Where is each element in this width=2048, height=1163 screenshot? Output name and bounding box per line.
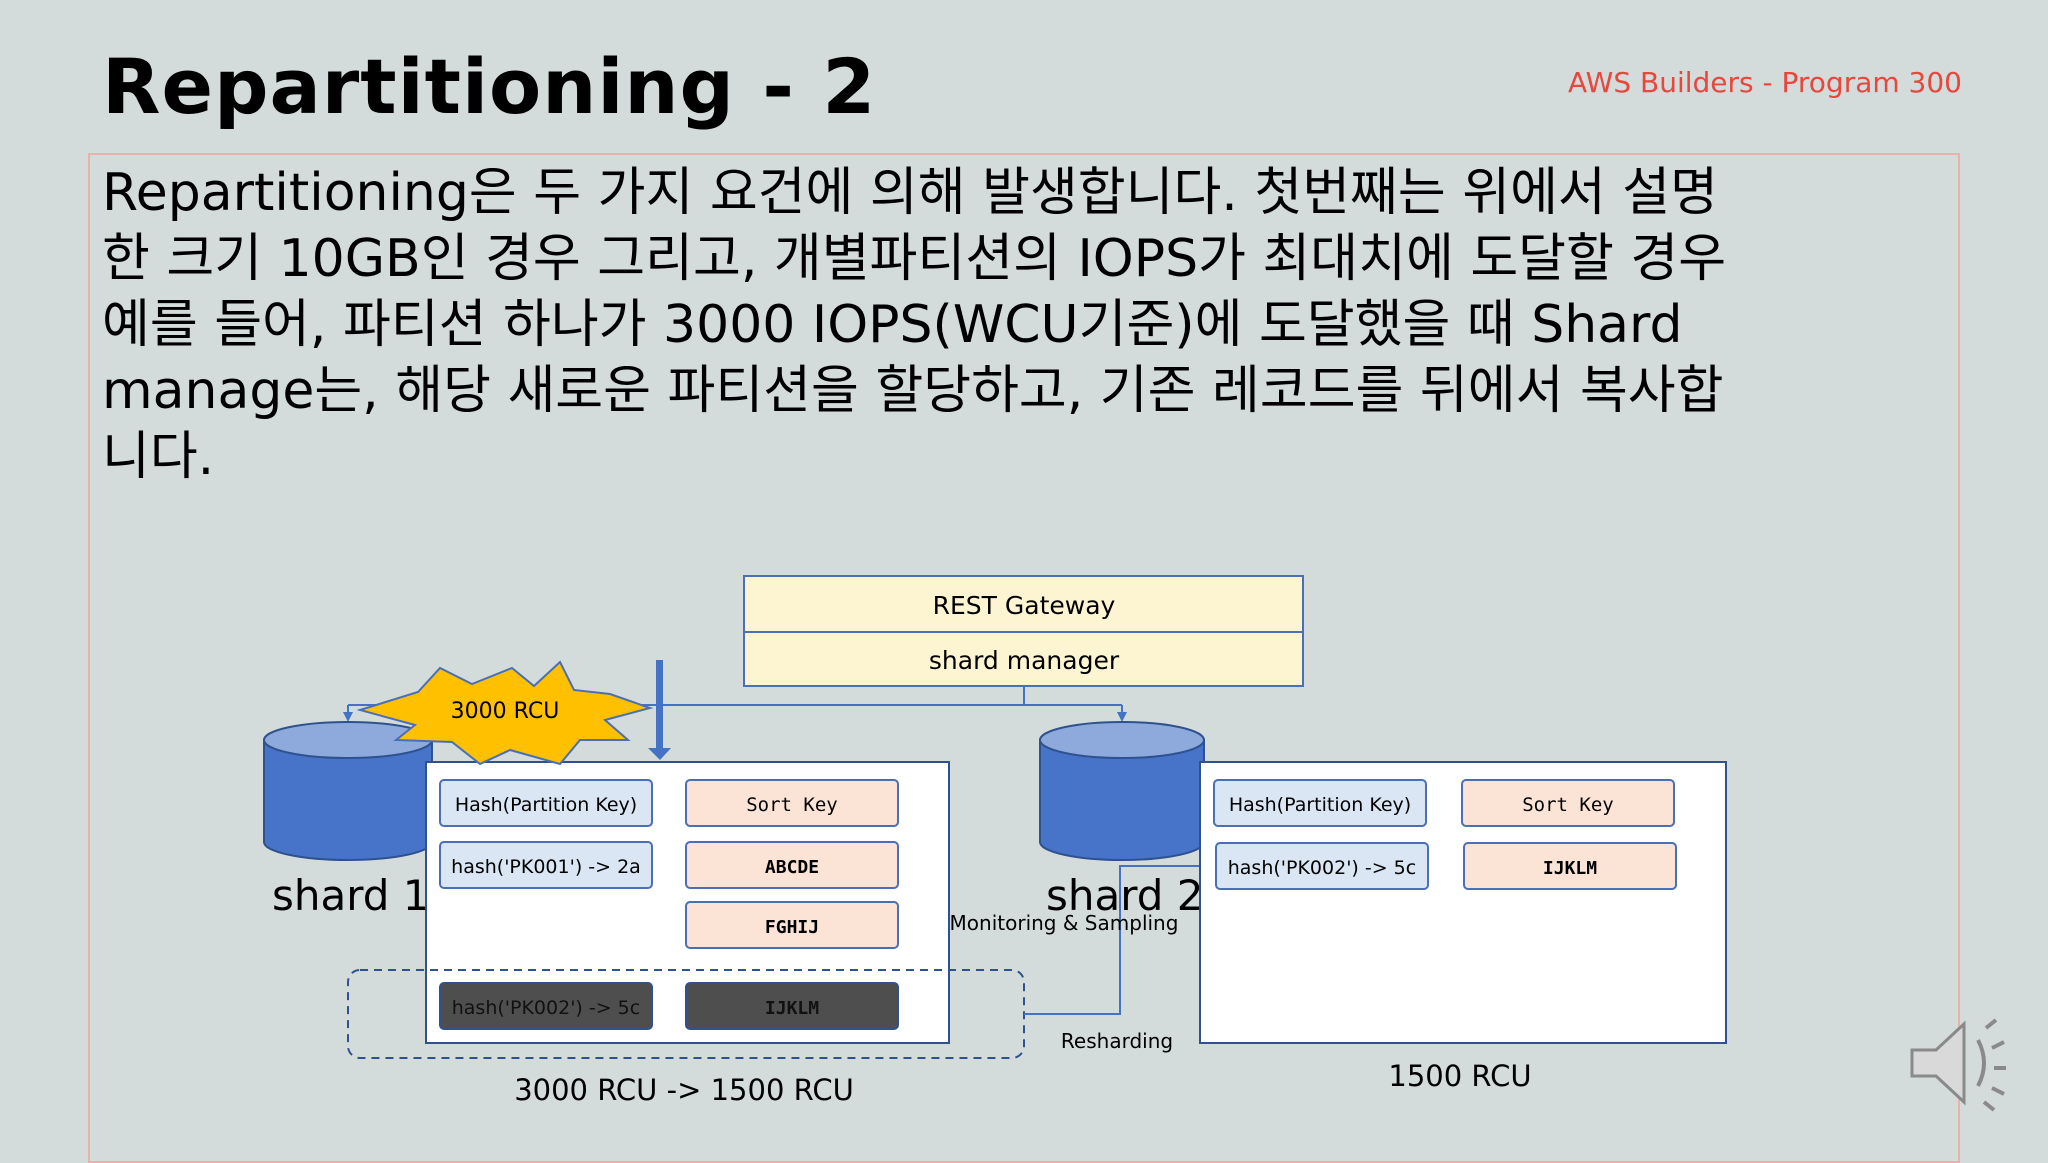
burst-label: 3000 RCU bbox=[451, 699, 560, 724]
resharding-connector bbox=[1024, 861, 1212, 1015]
shard2-sort-value: IJKLM bbox=[1543, 858, 1597, 879]
shard2-cylinder bbox=[1039, 721, 1205, 861]
shard2-capacity: 1500 RCU bbox=[1388, 1059, 1531, 1093]
shard2-sort-cell bbox=[1463, 842, 1677, 890]
slide-title: Repartitioning - 2 bbox=[102, 42, 877, 131]
body-line: 예를 들어, 파티션 하나가 3000 IOPS(WCU기준)에 도달했을 때 … bbox=[102, 295, 1683, 355]
shard2-hash-header: Hash(Partition Key) bbox=[1229, 794, 1411, 816]
shard1-down-arrow bbox=[648, 660, 671, 760]
moving-sort-value: IJKLM bbox=[765, 998, 819, 1019]
monitoring-label: Monitoring & Sampling bbox=[950, 911, 1179, 935]
resharding-label: Resharding bbox=[1061, 1029, 1173, 1053]
shard-manager-label: shard manager bbox=[929, 646, 1120, 675]
shard1-sort-cell bbox=[685, 901, 899, 949]
shard1-hash-header-cell bbox=[439, 779, 653, 827]
shard1-cylinder bbox=[263, 721, 433, 861]
body-line: Repartitioning은 두 가지 요건에 의해 발생합니다. 첫번째는 … bbox=[102, 163, 1718, 223]
body-line: manage는, 해당 새로운 파티션을 할당하고, 기존 레코드를 뒤에서 복… bbox=[102, 361, 1724, 421]
shard1-hash-value: hash('PK001') -> 2a bbox=[451, 856, 641, 878]
gateway-box: REST Gateway shard manager bbox=[743, 575, 1304, 687]
moving-hash-cell bbox=[439, 982, 653, 1030]
brand-label: AWS Builders - Program 300 bbox=[1568, 66, 1962, 99]
rest-gateway-label: REST Gateway bbox=[933, 591, 1116, 620]
shard1-hash-header: Hash(Partition Key) bbox=[455, 794, 637, 816]
shard1-sort-header-cell bbox=[685, 779, 899, 827]
moving-hash-value: hash('PK002') -> 5c bbox=[452, 997, 640, 1019]
shard1-sort-value: ABCDE bbox=[765, 857, 819, 878]
shard2-sort-header: Sort Key bbox=[1522, 794, 1614, 816]
shard1-capacity: 3000 RCU -> 1500 RCU bbox=[514, 1073, 854, 1107]
shard2-hash-header-cell bbox=[1213, 779, 1427, 827]
shard1-sort-header: Sort Key bbox=[746, 794, 838, 816]
shard1-label: shard 1 bbox=[272, 871, 430, 920]
shard1-hash-cell bbox=[439, 841, 653, 889]
body-line: 한 크기 10GB인 경우 그리고, 개별파티션의 IOPS가 최대치에 도달할… bbox=[102, 229, 1727, 289]
burst-icon: 3000 RCU bbox=[356, 660, 654, 766]
shard1-sort-cell bbox=[685, 841, 899, 889]
shard2-sort-header-cell bbox=[1461, 779, 1675, 827]
shard2-hash-cell bbox=[1215, 842, 1429, 890]
body-line: 니다. bbox=[102, 427, 215, 487]
body-text: Repartitioning은 두 가지 요건에 의해 발생합니다. 첫번째는 … bbox=[102, 160, 1952, 490]
shard2-hash-value: hash('PK002') -> 5c bbox=[1228, 857, 1416, 879]
shard2-label: shard 2 bbox=[1046, 871, 1204, 920]
moving-sort-cell bbox=[685, 982, 899, 1030]
speaker-icon[interactable] bbox=[1910, 1018, 2006, 1112]
shard1-sort-value: FGHIJ bbox=[765, 917, 819, 938]
